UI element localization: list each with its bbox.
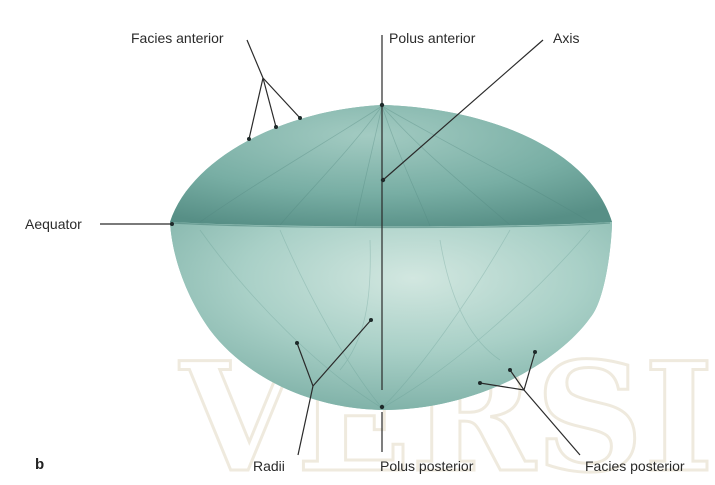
label-aequator: Aequator bbox=[25, 216, 82, 232]
label-radii: Radii bbox=[253, 458, 285, 474]
label-facies-anterior: Facies anterior bbox=[131, 30, 224, 46]
polus-posterior-dot bbox=[380, 405, 384, 409]
aequator-dot bbox=[170, 222, 174, 226]
panel-letter: b bbox=[35, 456, 44, 473]
label-polus-anterior: Polus anterior bbox=[389, 30, 476, 46]
label-polus-posterior: Polus posterior bbox=[380, 458, 474, 474]
label-facies-posterior: Facies posterior bbox=[585, 458, 685, 474]
polus-anterior-dot bbox=[380, 103, 384, 107]
label-axis: Axis bbox=[553, 30, 579, 46]
